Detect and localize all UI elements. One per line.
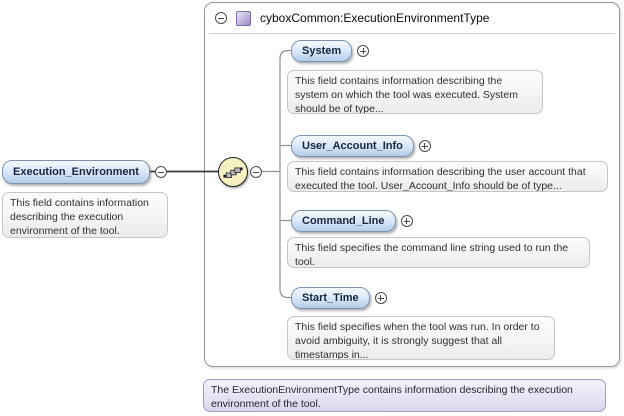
child-row-system: System — [291, 40, 370, 62]
sequence-icon[interactable] — [218, 157, 248, 187]
complex-type-header: cyboxCommon:ExecutionEnvironmentType — [205, 3, 619, 33]
expand-user-account-info-icon[interactable] — [418, 140, 431, 152]
element-system[interactable]: System — [291, 40, 353, 62]
root-element-row: Execution_Environment — [2, 160, 167, 184]
collapse-root-icon[interactable] — [154, 166, 167, 178]
collapse-type-icon[interactable] — [215, 12, 227, 24]
annotation-system: This field contains information describi… — [287, 70, 543, 114]
element-execution-environment[interactable]: Execution_Environment — [2, 160, 150, 184]
annotation-user-account-info: This field contains information describi… — [287, 161, 608, 192]
collapse-sequence-icon[interactable] — [250, 166, 262, 178]
annotation-start-time: This field specifies when the tool was r… — [287, 316, 555, 360]
child-row-user-account-info: User_Account_Info — [291, 135, 431, 157]
expand-system-icon[interactable] — [357, 45, 370, 57]
annotation-command-line: This field specifies the command line st… — [287, 237, 590, 268]
root-annotation: This field contains information describi… — [2, 192, 168, 238]
complex-type-title: cyboxCommon:ExecutionEnvironmentType — [260, 11, 490, 25]
expand-start-time-icon[interactable] — [374, 292, 387, 304]
expand-command-line-icon[interactable] — [400, 215, 413, 227]
complex-type-icon — [236, 10, 251, 26]
child-row-command-line: Command_Line — [291, 210, 413, 232]
element-command-line[interactable]: Command_Line — [291, 210, 396, 232]
type-annotation: The ExecutionEnvironmentType contains in… — [203, 379, 606, 412]
element-user-account-info[interactable]: User_Account_Info — [291, 135, 414, 157]
header-divider — [209, 33, 615, 34]
element-start-time[interactable]: Start_Time — [291, 287, 370, 309]
child-row-start-time: Start_Time — [291, 287, 387, 309]
